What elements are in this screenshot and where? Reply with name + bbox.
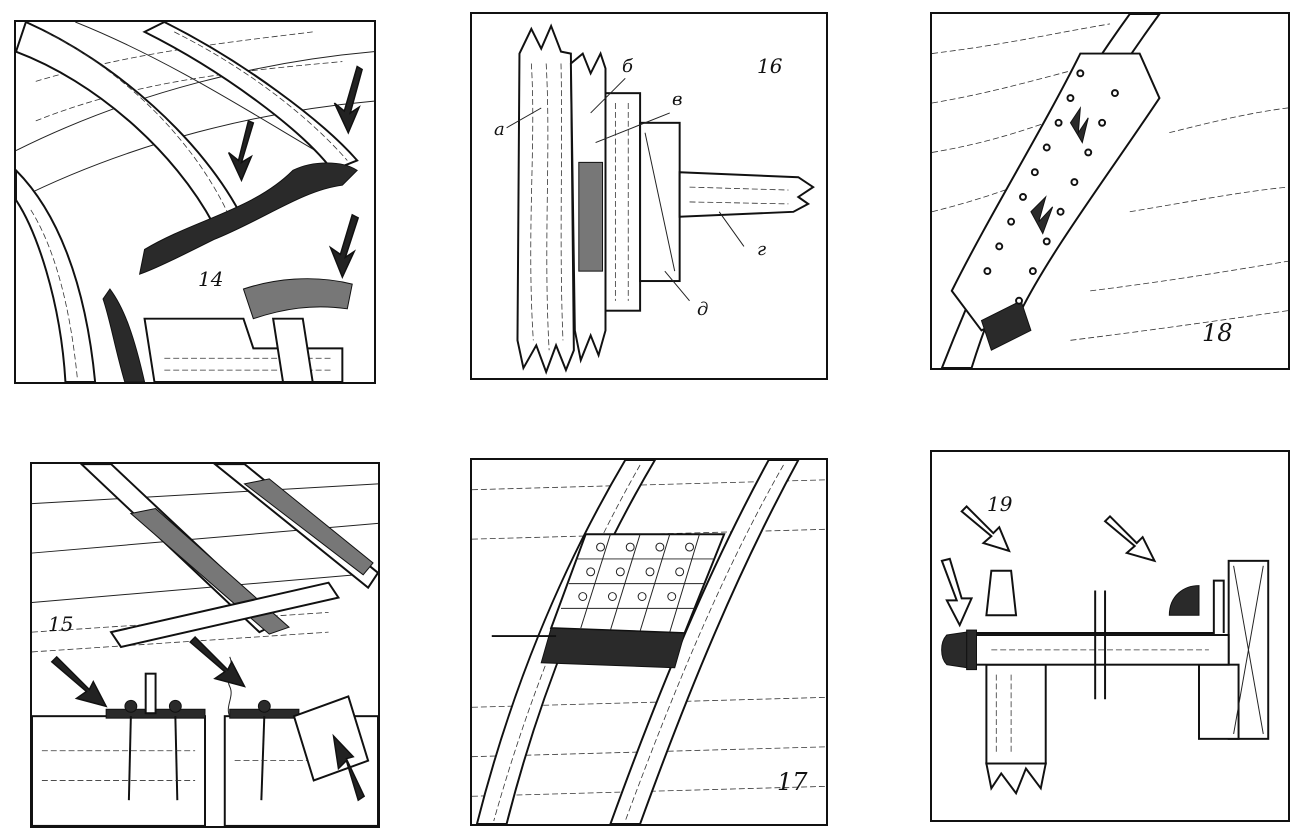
- arrow-icon: [332, 733, 366, 802]
- figure-16-number: 16: [757, 54, 783, 78]
- hull-timber: [516, 23, 575, 375]
- arrow-icon: [960, 505, 1011, 553]
- label-d: д: [697, 299, 709, 320]
- figure-17-number: 17: [777, 768, 808, 796]
- through-bolt: [941, 579, 1230, 700]
- label-v: в: [672, 89, 683, 110]
- frame-ribs: [16, 22, 359, 382]
- figure-19-panel: 19: [930, 450, 1290, 822]
- rot-damage: [102, 162, 358, 382]
- arrows: [50, 636, 366, 802]
- arrow-icon: [1103, 514, 1157, 563]
- figure-16-panel: 16 а б в г д: [470, 12, 828, 380]
- arrow-icon: [333, 65, 363, 135]
- figure-16-drawing: [506, 23, 815, 375]
- figure-18-drawing: [932, 14, 1288, 368]
- damage-arrows: [227, 65, 363, 280]
- figure-15-drawing: [32, 464, 378, 826]
- arrow-icon: [189, 636, 246, 688]
- leader-lines: [506, 77, 745, 302]
- figure-17-drawing: [472, 460, 826, 824]
- mesh-patch: [491, 533, 726, 669]
- plank-layer-b: [569, 51, 607, 364]
- section-detail: [32, 656, 378, 826]
- arrow-icon: [50, 655, 108, 708]
- repair-plank: [109, 581, 341, 649]
- figure-19-drawing: [940, 505, 1270, 796]
- left-block: [985, 663, 1047, 796]
- backing-block-d: [639, 121, 681, 283]
- figure-15-panel: 15: [30, 462, 380, 828]
- figure-14-number: 14: [198, 267, 224, 291]
- label-g: г: [757, 239, 767, 260]
- arrow-icon: [940, 557, 974, 628]
- arrow-icon: [328, 213, 360, 280]
- sister-plate: [950, 52, 1161, 351]
- cracks: [1030, 106, 1089, 235]
- figure-14-drawing: [16, 22, 374, 382]
- arrows: [940, 505, 1157, 628]
- figure-18-number: 18: [1202, 319, 1233, 347]
- doubler-plate: [604, 92, 642, 312]
- label-a: а: [494, 119, 505, 140]
- fastener-rivets: [983, 69, 1119, 305]
- arrow-icon: [227, 119, 255, 183]
- figure-15-number: 15: [48, 612, 74, 636]
- top-fittings: [985, 569, 1200, 617]
- figure-14-panel: 14: [14, 20, 376, 384]
- figure-17-panel: 17: [470, 458, 828, 826]
- frame-ribs: [79, 464, 378, 635]
- figure-19-number: 19: [987, 492, 1013, 516]
- label-b: б: [622, 56, 633, 77]
- figure-18-panel: 18: [930, 12, 1290, 370]
- frame-ribs: [475, 460, 800, 824]
- broken-plank: [143, 317, 344, 382]
- bolt-g: [678, 171, 815, 218]
